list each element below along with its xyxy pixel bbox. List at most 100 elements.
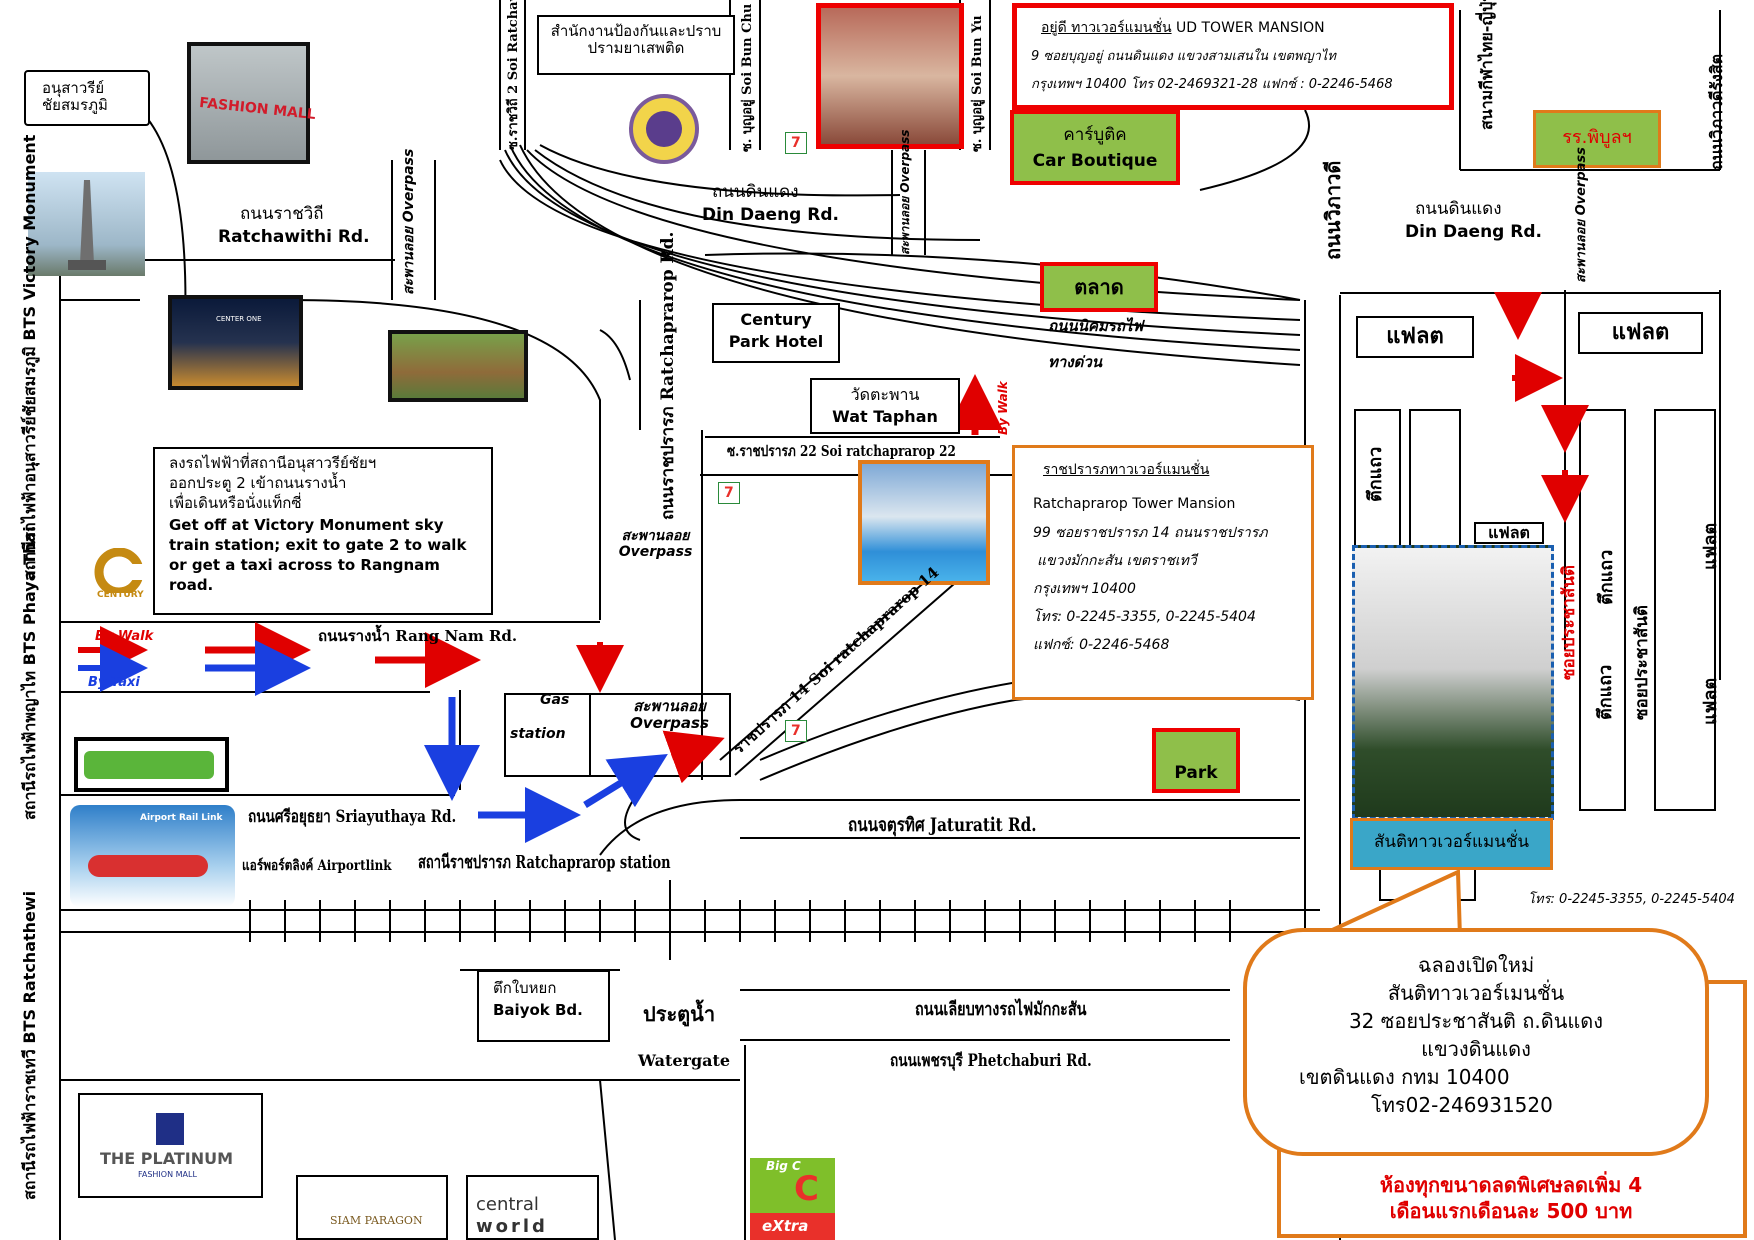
flat-4-label: แฟลต xyxy=(1700,522,1721,570)
baiyok-en: Baiyok Bd. xyxy=(493,1001,583,1019)
baiyok-th: ตึกใบหยก xyxy=(493,979,557,997)
ud-tower-contact: กรุงเทพฯ 10400 โทร 02-2469321-28 แฟกซ์ :… xyxy=(1031,77,1393,92)
gas-station-line2: station xyxy=(510,726,566,742)
expressway-road: ถนนเลียบทางรถไฟมักกะสัน xyxy=(915,999,1087,1020)
announcement-bubble: ฉลองเปิดใหม่ สันติทาวเวอร์เมนชั่น 32 ซอย… xyxy=(1243,928,1709,1156)
jaturatit-road: ถนนจตุรทิศ Jaturatit Rd. xyxy=(848,814,1037,836)
car-boutique-th: คาร์บูติค xyxy=(1063,125,1127,145)
route-arrows xyxy=(78,292,1589,843)
announcement-line-4: แขวงดินแดง xyxy=(1421,1037,1531,1061)
sriayuthaya-road: ถนนศรีอยุธยา Sriayuthaya Rd. xyxy=(248,807,457,827)
railway-label: ถนนนิคมรถไฟ xyxy=(1048,317,1144,335)
center-one-photo: CENTER ONE xyxy=(168,295,303,390)
ud-tower-name-th: อยู่ดี ทาวเวอร์แมนชั่น xyxy=(1041,20,1172,36)
instructions-box: ลงรถไฟฟ้าที่สถานีอนุสาวรีย์ชัยฯ ออกประตู… xyxy=(153,447,493,615)
watergate-en: Watergate xyxy=(638,1051,731,1070)
center-one-text: CENTER ONE xyxy=(216,315,262,323)
ratchaprarop-tower-addr2: แขวงมักกะสัน เขตราชเทวี xyxy=(1037,553,1197,569)
wat-taphan-en: Wat Taphan xyxy=(832,407,938,426)
century-park-line1: Century xyxy=(740,310,812,329)
announcement-line-1: ฉลองเปิดใหม่ xyxy=(1417,953,1535,977)
victory-monument-photo xyxy=(28,172,145,276)
overpass-2-label: สะพานลอย Overpass xyxy=(630,697,709,733)
century-park-box: Century Park Hotel xyxy=(712,303,840,363)
narcotics-seal xyxy=(622,93,706,165)
central-world-logo: central world xyxy=(466,1175,599,1240)
ratchaprarop-tower-fax: แฟกซ์: 0-2246-5468 xyxy=(1033,637,1170,653)
ratchawithi-th: ถนนราชวิถี xyxy=(240,204,324,224)
by-walk-up-label: By Walk xyxy=(996,381,1010,435)
garden-sign-photo xyxy=(388,330,528,402)
ratchaprarop-tower-name-th: ราชปรารภทาวเวอร์แมนชั่น xyxy=(1043,462,1210,478)
car-boutique-box: คาร์บูติค Car Boutique xyxy=(1010,110,1180,185)
wanasom-logo xyxy=(74,737,229,792)
ratchaprarop-tower-box: ราชปรารภทาวเวอร์แมนชั่น Ratchaprarop Tow… xyxy=(1012,445,1314,700)
santi-tower-label-box: สันติทาวเวอร์แมนชั่น xyxy=(1350,818,1553,870)
wat-taphan-th: วัดตะพาน xyxy=(850,385,920,404)
platinum-logo: THE PLATINUM FASHION MALL xyxy=(78,1093,263,1198)
wat-taphan-box: วัดตะพาน Wat Taphan xyxy=(810,378,960,434)
seven-eleven-icon: 7 xyxy=(785,720,807,742)
instructions-en-2: train station; exit to gate 2 to walk xyxy=(169,536,467,554)
watergate-th: ประตูน้ำ xyxy=(643,1002,716,1026)
announcement-line-5: เขตดินแดง กทม 10400 xyxy=(1299,1065,1510,1089)
flat-box-3: แฟลต xyxy=(1474,522,1544,544)
central-world-text-2: world xyxy=(476,1216,548,1237)
extra-text: eXtra xyxy=(762,1217,809,1235)
promo-line-2: เดือนแรกเดือนละ 500 บาท xyxy=(1389,1199,1633,1223)
santi-tower-tel-behind: โทร: 0-2245-3355, 0-2245-5404 xyxy=(1528,892,1735,907)
car-boutique-en: Car Boutique xyxy=(1032,151,1158,171)
soi-ratchawithi-2: ซ.ราชวิถี 2 Soi Ratchawithi 2 xyxy=(506,0,521,150)
school-box: รร.พิบูลฯ xyxy=(1533,110,1661,168)
ud-tower-address: 9 ซอยบุญอยู่ ถนนดินแดง แขวงสามเสนใน เขตพ… xyxy=(1031,49,1336,64)
central-world-text-1: central xyxy=(476,1194,539,1215)
promo-line-1: ห้องทุกขนาดลดพิเศษลดเพิ่ม 4 xyxy=(1379,1173,1643,1197)
soi-bunchu: ซ. บุญอยู่ Soi Bun Chu Sin xyxy=(740,0,755,152)
soi-right-label: ซอยประชาสันติ xyxy=(1632,605,1652,720)
overpass-5-label: สะพานลอย Overpass xyxy=(1574,147,1589,283)
ratchawithi-en: Ratchawithi Rd. xyxy=(218,227,370,247)
big-c-logo: Big C C eXtra xyxy=(750,1158,835,1240)
airport-rail-link-logo: Airport Rail Link xyxy=(70,805,235,907)
din-daeng-flyover: ถนนวิภาวดีรังสิต xyxy=(1707,53,1726,170)
narcotics-office-label: สำนักงานป้องกันและปราบปรามยาเสพติด xyxy=(550,22,722,58)
gas-station-line1: Gas xyxy=(540,692,570,708)
platinum-logo-text: THE PLATINUM xyxy=(100,1149,234,1168)
siam-paragon-logo: SIAM PARAGON xyxy=(296,1175,448,1240)
instructions-en-4: road. xyxy=(169,576,214,594)
park-box: Park xyxy=(1152,728,1240,793)
announcement-line-3: 32 ซอยประชาสันติ ถ.ดินแดง xyxy=(1348,1009,1604,1033)
shophouse-1-label: ตึกแถว xyxy=(1365,446,1386,502)
ud-tower-photo xyxy=(816,3,964,149)
flat-label: แฟลต xyxy=(1488,523,1530,542)
ud-tower-box: อยู่ดี ทาวเวอร์แมนชั่น UD TOWER MANSION … xyxy=(1012,3,1454,110)
century-logo-text: CENTURY xyxy=(97,590,144,600)
seven-eleven-icon: 7 xyxy=(718,482,740,504)
overpass-1-label: สะพานลอย Overpass xyxy=(401,148,417,295)
ratchaprarop-tower-tel: โทร: 0-2245-3355, 0-2245-5404 xyxy=(1033,609,1256,625)
ud-tower-name-en: UD TOWER MANSION xyxy=(1176,20,1325,36)
ratchaprarop-tower-addr3: กรุงเทพฯ 10400 xyxy=(1033,581,1136,597)
park-label: Park xyxy=(1174,763,1218,783)
ratchaprarop-tower-photo xyxy=(858,460,990,585)
soi-22: ซ.ราชปรารภ 22 Soi ratchaprarop 22 xyxy=(727,442,956,460)
by-walk-legend: By Walk xyxy=(95,629,154,644)
instructions-en-1: Get off at Victory Monument sky xyxy=(169,516,444,534)
big-c-glyph: C xyxy=(794,1169,819,1209)
flat-box-1: แฟลต xyxy=(1356,316,1474,358)
flat-label: แฟลต xyxy=(1386,324,1444,349)
ratchaprarop-tower-addr1: 99 ซอยราชปรารภ 14 ถนนราชปรารภ xyxy=(1033,525,1268,541)
santi-tower-label: สันติทาวเวอร์แมนชั่น xyxy=(1374,832,1529,852)
market-box: ตลาด xyxy=(1040,262,1158,312)
by-taxi-legend: By Taxi xyxy=(88,675,140,690)
railway-ticks xyxy=(249,880,1231,960)
market-label: ตลาด xyxy=(1074,275,1124,299)
din-daeng-th: ถนนดินแดง xyxy=(712,182,799,202)
flat-5-label: แฟลต xyxy=(1700,677,1721,725)
airport-rail-link-text: Airport Rail Link xyxy=(140,813,223,823)
instructions-th-1: ลงรถไฟฟ้าที่สถานีอนุสาวรีย์ชัยฯ xyxy=(169,454,377,472)
siam-paragon-text: SIAM PARAGON xyxy=(330,1214,423,1227)
seven-eleven-icon: 7 xyxy=(785,132,807,154)
instructions-th-3: เพื่อเดินหรือนั่งแท็กซี่ xyxy=(169,494,302,512)
